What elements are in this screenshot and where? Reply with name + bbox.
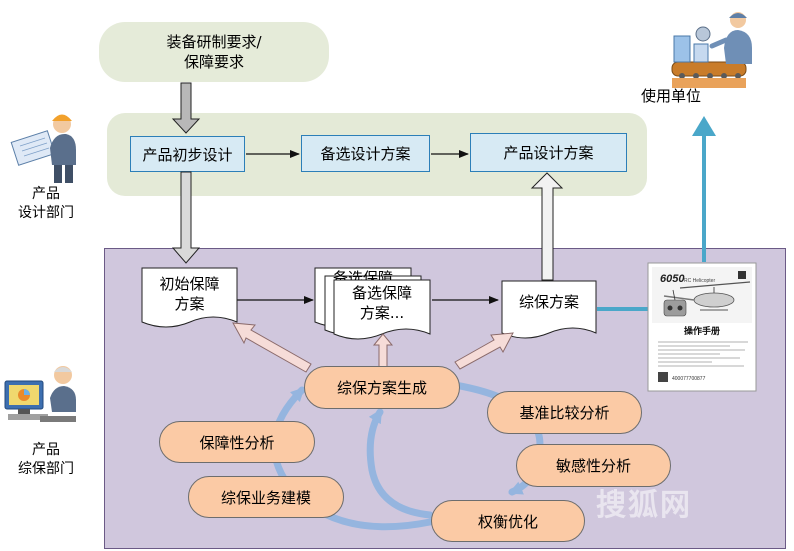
arrow-gen-to-initial (232, 322, 312, 373)
oval-business-modeling-label: 综保业务建模 (220, 488, 311, 507)
doc-initial-line1: 初始保障 (159, 275, 220, 293)
label-design-dept-line1: 产品 (32, 186, 60, 202)
doc-final (501, 280, 597, 339)
label-design-dept-line2: 设计部门 (18, 205, 74, 221)
doc-alt-front-line1: 备选保障 (351, 284, 412, 302)
manual-model-sub: RC Helicopter (684, 278, 715, 284)
label-support-dept-line1: 产品 (32, 442, 60, 458)
computer-worker-icon (4, 366, 76, 422)
oval-supportability-analysis-label: 保障性分析 (199, 433, 275, 452)
doc-alt-back-line: 备选保障 (332, 269, 393, 280)
factory-worker-icon (671, 12, 752, 88)
teal-arrowhead (692, 116, 716, 136)
oval-sensitivity-analysis: 敏感性分析 (516, 444, 671, 487)
arrow-gen-to-final (454, 332, 514, 370)
watermark: 搜狐网 (596, 480, 776, 523)
oval-benchmark-analysis-label: 基准比较分析 (519, 404, 610, 422)
doc-final-label: 综保方案 (502, 292, 596, 312)
label-support-dept: 产品 综保部门 (10, 441, 82, 479)
requirements-box: 装备研制要求/ 保障要求 (99, 22, 329, 82)
box-final-design-label: 产品设计方案 (503, 144, 594, 162)
oval-supportability-analysis: 保障性分析 (159, 421, 315, 463)
label-support-dept-line2: 综保部门 (18, 461, 74, 477)
doc-alt-back-label: 备选保障 (318, 268, 408, 280)
arrow-req-to-design (171, 82, 201, 134)
watermark-text: 搜狐网 (596, 488, 692, 523)
doc-alt-front-label: 备选保障 方案... (334, 283, 430, 323)
operation-manual-image: 6050 RC Helicopter 操作手册 400077700877 (647, 262, 757, 392)
engineer-icon (10, 114, 76, 183)
doc-initial (141, 267, 238, 328)
label-user-unit: 使用单位 (626, 87, 716, 106)
oval-tradeoff-optimization: 权衡优化 (431, 500, 585, 542)
box-final-design: 产品设计方案 (470, 133, 627, 172)
oval-plan-generation-label: 综保方案生成 (336, 379, 427, 397)
requirements-line1: 装备研制要求/ (166, 33, 262, 51)
cycle-arc-inner (366, 408, 434, 519)
doc-alt-front-line2: 方案... (359, 304, 405, 322)
doc-initial-line2: 方案 (174, 295, 205, 313)
manual-model-logo: 6050 (660, 273, 685, 285)
doc-initial-label: 初始保障 方案 (142, 274, 237, 314)
oval-sensitivity-analysis-label: 敏感性分析 (555, 457, 631, 475)
label-user-unit-text: 使用单位 (640, 87, 701, 105)
manual-title: 操作手册 (684, 325, 720, 337)
box-preliminary-design-label: 产品初步设计 (142, 145, 233, 164)
arrow-final-to-design (530, 172, 564, 281)
doc-final-line: 综保方案 (518, 293, 579, 311)
oval-business-modeling: 综保业务建模 (188, 476, 344, 518)
oval-plan-generation: 综保方案生成 (304, 366, 460, 409)
oval-tradeoff-optimization-label: 权衡优化 (477, 512, 538, 531)
arrow-design-to-initial (171, 171, 201, 264)
arrow-gen-to-alt (372, 333, 394, 368)
label-design-dept: 产品 设计部门 (12, 185, 80, 223)
manual-phone: 400077700877 (672, 376, 706, 382)
doc-alt-front (333, 279, 431, 340)
box-alternative-design-label: 备选设计方案 (320, 145, 411, 163)
box-alternative-design: 备选设计方案 (301, 135, 430, 172)
oval-benchmark-analysis: 基准比较分析 (487, 391, 642, 434)
requirements-line2: 保障要求 (183, 53, 244, 71)
